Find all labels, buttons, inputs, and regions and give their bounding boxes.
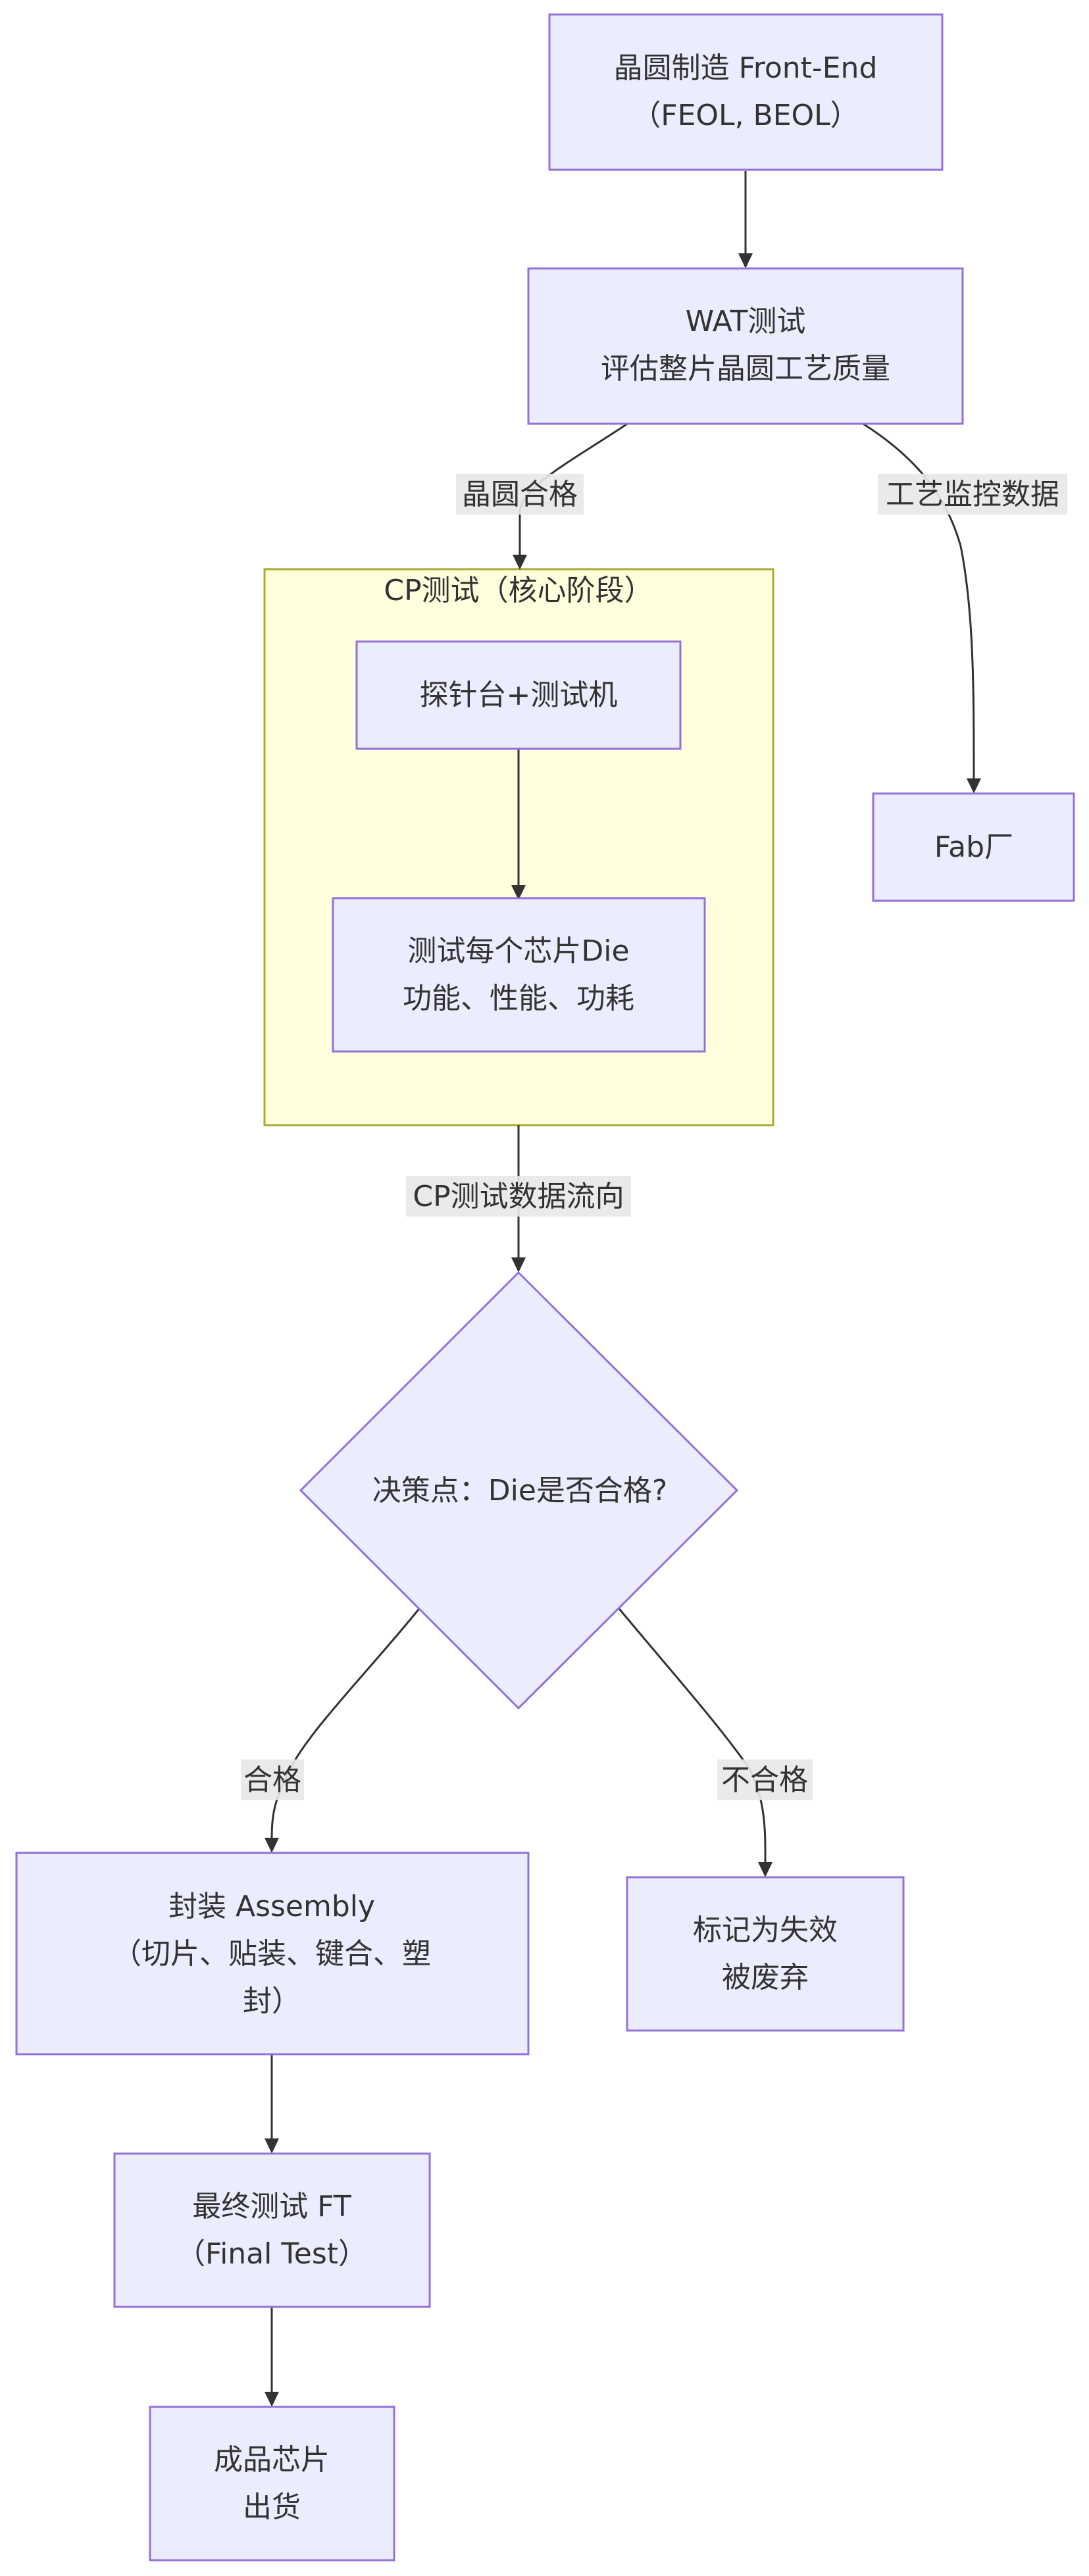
arrowhead-fab-to-wat xyxy=(738,253,753,268)
node-wat-test-line2: 评估整片晶圆工艺质量 xyxy=(601,352,890,386)
node-wat-test-box xyxy=(527,267,964,425)
node-decision[interactable]: 决策点：Die是否合格? xyxy=(299,1271,739,1710)
arrowhead-ft-to-ship xyxy=(265,2392,279,2407)
edge-label-cp-data-flow: CP测试数据流向 xyxy=(406,1176,631,1217)
arrowhead-wat-to-fab-plant xyxy=(967,778,981,794)
node-final-test-box xyxy=(113,2152,431,2308)
node-assembly[interactable]: 封装 Assembly （切片、贴装、键合、塑 封） xyxy=(15,1852,530,2056)
node-test-each-die-line1: 测试每个芯片Die xyxy=(407,934,629,968)
edge-label-fail-text: 不合格 xyxy=(721,1763,808,1797)
node-final-test-line1: 最终测试 FT xyxy=(192,2190,351,2223)
arrowhead-assembly-to-ft xyxy=(265,2138,279,2154)
edge-label-process-data-text: 工艺监控数据 xyxy=(886,478,1059,511)
edge-decision-to-reject xyxy=(618,1608,767,1867)
node-fab-plant[interactable]: Fab厂 xyxy=(872,792,1075,902)
nodes: 晶圆制造 Front-End （FEOL, BEOL） WAT测试 评估整片晶圆… xyxy=(15,13,1075,2562)
node-assembly-line1: 封装 Assembly xyxy=(168,1890,375,1923)
node-assembly-line2: （切片、贴装、键合、塑 xyxy=(113,1937,431,1971)
node-wat-test-line1: WAT测试 xyxy=(686,305,806,338)
node-probe-station[interactable]: 探针台+测试机 xyxy=(355,640,682,750)
node-test-each-die-box xyxy=(332,897,706,1053)
node-shipment-line2: 出货 xyxy=(243,2490,301,2524)
node-assembly-box xyxy=(15,1852,530,2056)
node-reject-line2: 被废弃 xyxy=(722,1961,809,1994)
cluster-cp-test-title: CP测试（核心阶段） xyxy=(384,574,653,607)
edge-label-pass-text: 合格 xyxy=(243,1763,301,1797)
edge-label-process-data: 工艺监控数据 xyxy=(878,474,1067,515)
edges xyxy=(265,171,981,2407)
node-wafer-fab-box xyxy=(548,13,944,171)
node-final-test-line2: （Final Test） xyxy=(176,2237,367,2271)
edge-label-fail: 不合格 xyxy=(717,1759,813,1800)
arrowhead-decision-to-assembly xyxy=(265,1838,279,1853)
node-final-test[interactable]: 最终测试 FT （Final Test） xyxy=(113,2152,431,2308)
node-reject-box xyxy=(626,1876,905,2032)
edge-label-wafer-pass: 晶圆合格 xyxy=(456,474,584,515)
node-probe-station-box xyxy=(355,640,682,750)
node-wafer-fab-line2: （FEOL, BEOL） xyxy=(632,99,859,132)
node-fab-plant-box xyxy=(872,792,1075,902)
node-assembly-line3: 封） xyxy=(243,1984,301,2018)
node-test-each-die-line2: 功能、性能、功耗 xyxy=(403,982,634,1015)
arrowhead-probe-to-test xyxy=(511,885,526,900)
node-wat-test[interactable]: WAT测试 评估整片晶圆工艺质量 xyxy=(527,267,964,425)
edge-decision-to-assembly xyxy=(270,1608,420,1843)
node-decision-label: 决策点：Die是否合格? xyxy=(372,1474,668,1507)
arrowhead-decision-to-reject xyxy=(758,1862,772,1877)
edge-wat-to-fab-plant xyxy=(861,422,975,784)
edge-labels: 晶圆合格 工艺监控数据 CP测试数据流向 合格 不合格 xyxy=(241,474,1067,1800)
node-shipment-box xyxy=(149,2406,395,2562)
edge-label-wafer-pass-text: 晶圆合格 xyxy=(462,478,578,511)
node-wafer-fab-line1: 晶圆制造 Front-End xyxy=(614,51,878,85)
node-decision-diamond xyxy=(299,1271,739,1710)
node-probe-station-label: 探针台+测试机 xyxy=(420,678,618,712)
edge-label-pass: 合格 xyxy=(241,1759,304,1800)
node-shipment[interactable]: 成品芯片 出货 xyxy=(149,2406,395,2562)
arrowhead-cluster-to-decision xyxy=(511,1257,526,1273)
node-wafer-fab[interactable]: 晶圆制造 Front-End （FEOL, BEOL） xyxy=(548,13,944,171)
arrowhead-wat-to-cluster xyxy=(513,555,527,570)
node-test-each-die[interactable]: 测试每个芯片Die 功能、性能、功耗 xyxy=(332,897,706,1053)
node-reject[interactable]: 标记为失效 被废弃 xyxy=(626,1876,905,2032)
node-fab-plant-label: Fab厂 xyxy=(934,830,1013,864)
edge-label-cp-data-flow-text: CP测试数据流向 xyxy=(413,1180,624,1213)
node-shipment-line1: 成品芯片 xyxy=(214,2443,330,2477)
node-reject-line1: 标记为失效 xyxy=(693,1913,838,1947)
